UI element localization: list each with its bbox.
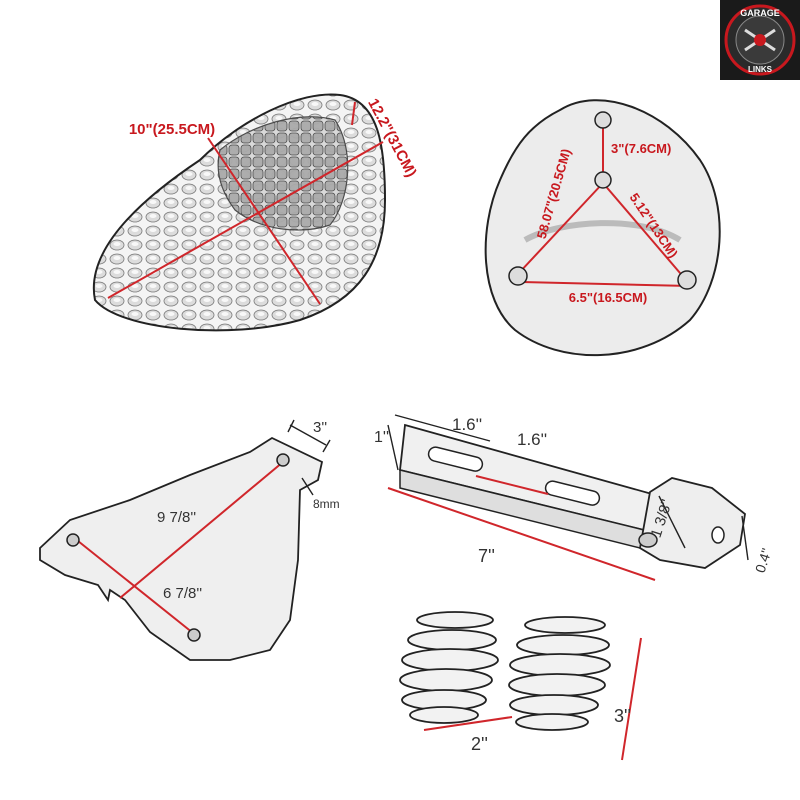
bracket-thickness-label: 0.4'': [752, 546, 775, 575]
garage-links-logo: GARAGE LINKS: [720, 0, 800, 80]
bracket-slot-label: 1.6'': [452, 415, 482, 434]
seat-illustration: [92, 93, 387, 332]
logo-bottom-text: LINKS: [748, 65, 773, 74]
spring-left: [399, 611, 499, 724]
base-plate-bottom-label: 6.5"(16.5CM): [569, 290, 647, 305]
seat-pan-illustration: [39, 419, 331, 661]
logo-top-text: GARAGE: [740, 8, 780, 18]
seat-width-label: 10"(25.5CM): [129, 121, 215, 138]
seat-length-tick: [351, 101, 356, 126]
bracket-length-label: 7'': [478, 546, 495, 566]
bracket-gap-label: 1.6'': [517, 430, 547, 449]
spring-width-label: 2'': [471, 734, 488, 754]
spring-height-label: 3'': [614, 706, 631, 726]
bracket-illustration: [387, 414, 749, 581]
base-plate-top-label: 3"(7.6CM): [611, 141, 671, 156]
bracket-height-label: 1'': [374, 429, 389, 446]
spring-right: [508, 616, 611, 731]
pan-bolt-label: 8mm: [313, 497, 340, 511]
pan-long-label: 9 7/8'': [157, 509, 196, 526]
pan-top-label: 3'': [313, 419, 327, 436]
base-plate-illustration: [484, 99, 721, 357]
pan-short-label: 6 7/8'': [163, 585, 202, 602]
springs-illustration: [399, 611, 642, 761]
